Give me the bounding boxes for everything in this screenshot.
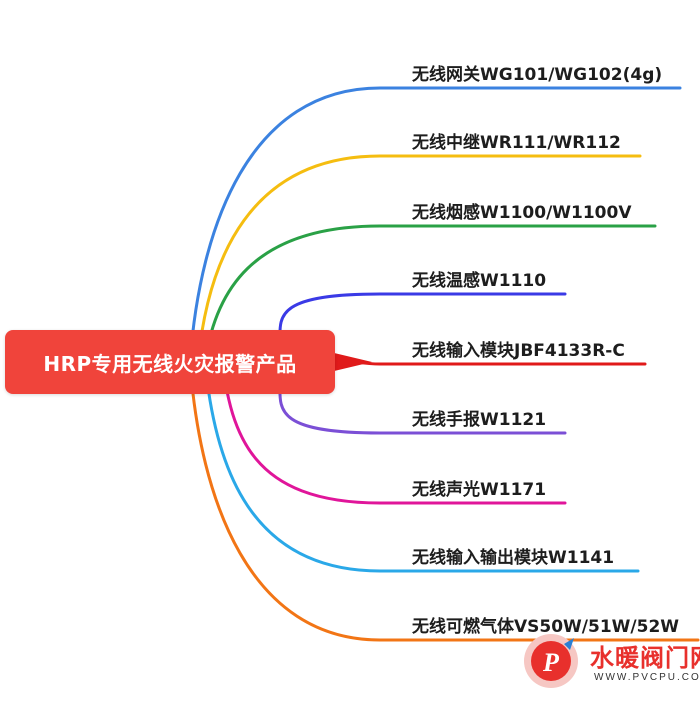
- watermark-url: WWW.PVCPU.COM: [594, 672, 700, 683]
- branch-label-heat-detector[interactable]: 无线温感W1110: [412, 271, 547, 291]
- branch-label-input-module[interactable]: 无线输入模块JBF4133R-C: [412, 341, 625, 361]
- branch-label-manual-alarm[interactable]: 无线手报W1121: [412, 410, 547, 430]
- connector-io-module: [203, 360, 640, 573]
- branch-label-io-module[interactable]: 无线输入输出模块W1141: [412, 548, 615, 568]
- branch-label-gas-detector[interactable]: 无线可燃气体VS50W/51W/52W: [412, 617, 680, 637]
- pv-logo-icon: P: [524, 634, 578, 688]
- connector-gateway: [188, 86, 682, 364]
- branch-label-gateway[interactable]: 无线网关WG101/WG102(4g): [412, 65, 663, 85]
- svg-text:P: P: [542, 648, 560, 677]
- connector-repeater: [196, 154, 642, 364]
- watermark-name: 水暖阀门网: [590, 644, 700, 672]
- connector-gas-detector: [188, 360, 700, 642]
- branch-label-smoke-detector[interactable]: 无线烟感W1100/W1100V: [412, 203, 632, 223]
- root-node[interactable]: HRP专用无线火灾报警产品: [5, 330, 335, 394]
- watermark-logo: P 水暖阀门网 WWW.PVCPU.COM: [520, 628, 700, 708]
- root-node-label: HRP专用无线火灾报警产品: [43, 351, 297, 376]
- branch-label-repeater[interactable]: 无线中继WR111/WR112: [412, 133, 621, 153]
- branch-label-sound-light[interactable]: 无线声光W1171: [412, 480, 547, 500]
